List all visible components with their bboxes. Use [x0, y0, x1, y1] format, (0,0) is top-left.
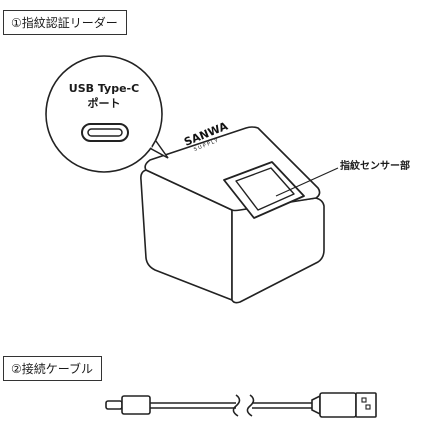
usb-port-label-line1: USB Type-C	[68, 82, 140, 95]
usb-port-callout	[45, 55, 169, 173]
fingerprint-reader-illustration	[140, 126, 325, 304]
usb-port-label-line2: ポート	[87, 96, 121, 110]
section-label-cable: ②接続ケーブル	[3, 356, 103, 381]
section-label-reader: ①指紋認証リーダー	[3, 10, 127, 35]
usb-cable-illustration	[105, 392, 377, 418]
usb-port-label: USB Type-C ポート	[56, 82, 152, 112]
usb-a-plug-icon	[361, 397, 371, 410]
usb-c-port-icon	[81, 123, 129, 142]
sensor-label: 指紋センサー部	[340, 161, 410, 172]
sensor-leader-line	[275, 167, 339, 197]
